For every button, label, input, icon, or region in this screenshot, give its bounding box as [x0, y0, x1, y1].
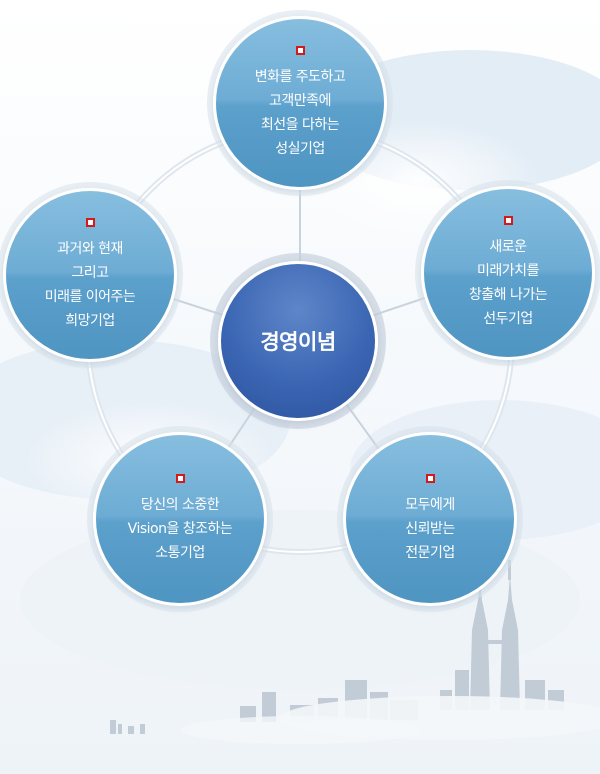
- node-text-line: 소통기업: [155, 544, 205, 561]
- node-text-line: 신뢰받는: [405, 520, 455, 537]
- node-text-line: 과거와 현재: [57, 240, 123, 257]
- node-expert-company: 모두에게 신뢰받는 전문기업: [343, 432, 517, 606]
- bullet-icon: [425, 473, 435, 483]
- node-sincere-company: 변화를 주도하고 고객만족에 최선을 다하는 성실기업: [213, 16, 387, 190]
- bullet-icon: [85, 217, 95, 227]
- bullet-icon: [175, 473, 185, 483]
- center-circle: 경영이념: [218, 261, 378, 421]
- node-text-line: 당신의 소중한: [140, 496, 220, 513]
- node-text-line: 최선을 다하는: [260, 116, 340, 133]
- node-text-line: 미래를 이어주는: [44, 288, 136, 305]
- node-text-line: 전문기업: [405, 544, 455, 561]
- node-communication-company: 당신의 소중한 Vision을 창조하는 소통기업: [93, 432, 267, 606]
- bullet-icon: [503, 215, 513, 225]
- center-title: 경영이념: [260, 330, 336, 354]
- bullet-icon: [295, 45, 305, 55]
- node-text-line: 모두에게: [405, 496, 455, 513]
- node-text-line: Vision을 창조하는: [127, 520, 233, 537]
- node-text-line: 성실기업: [275, 140, 325, 157]
- node-leading-company: 새로운 미래가치를 창출해 나가는 선두기업: [421, 186, 595, 360]
- node-text-line: 선두기업: [483, 310, 533, 327]
- node-text-line: 그리고: [71, 264, 109, 281]
- node-hope-company: 과거와 현재 그리고 미래를 이어주는 희망기업: [3, 188, 177, 362]
- node-text-line: 미래가치를: [477, 262, 539, 279]
- node-text-line: 창출해 나가는: [468, 286, 548, 303]
- node-text-line: 고객만족에: [269, 92, 331, 109]
- node-text-line: 새로운: [489, 238, 527, 255]
- node-text-line: 희망기업: [65, 312, 115, 329]
- node-text-line: 변화를 주도하고: [254, 68, 346, 85]
